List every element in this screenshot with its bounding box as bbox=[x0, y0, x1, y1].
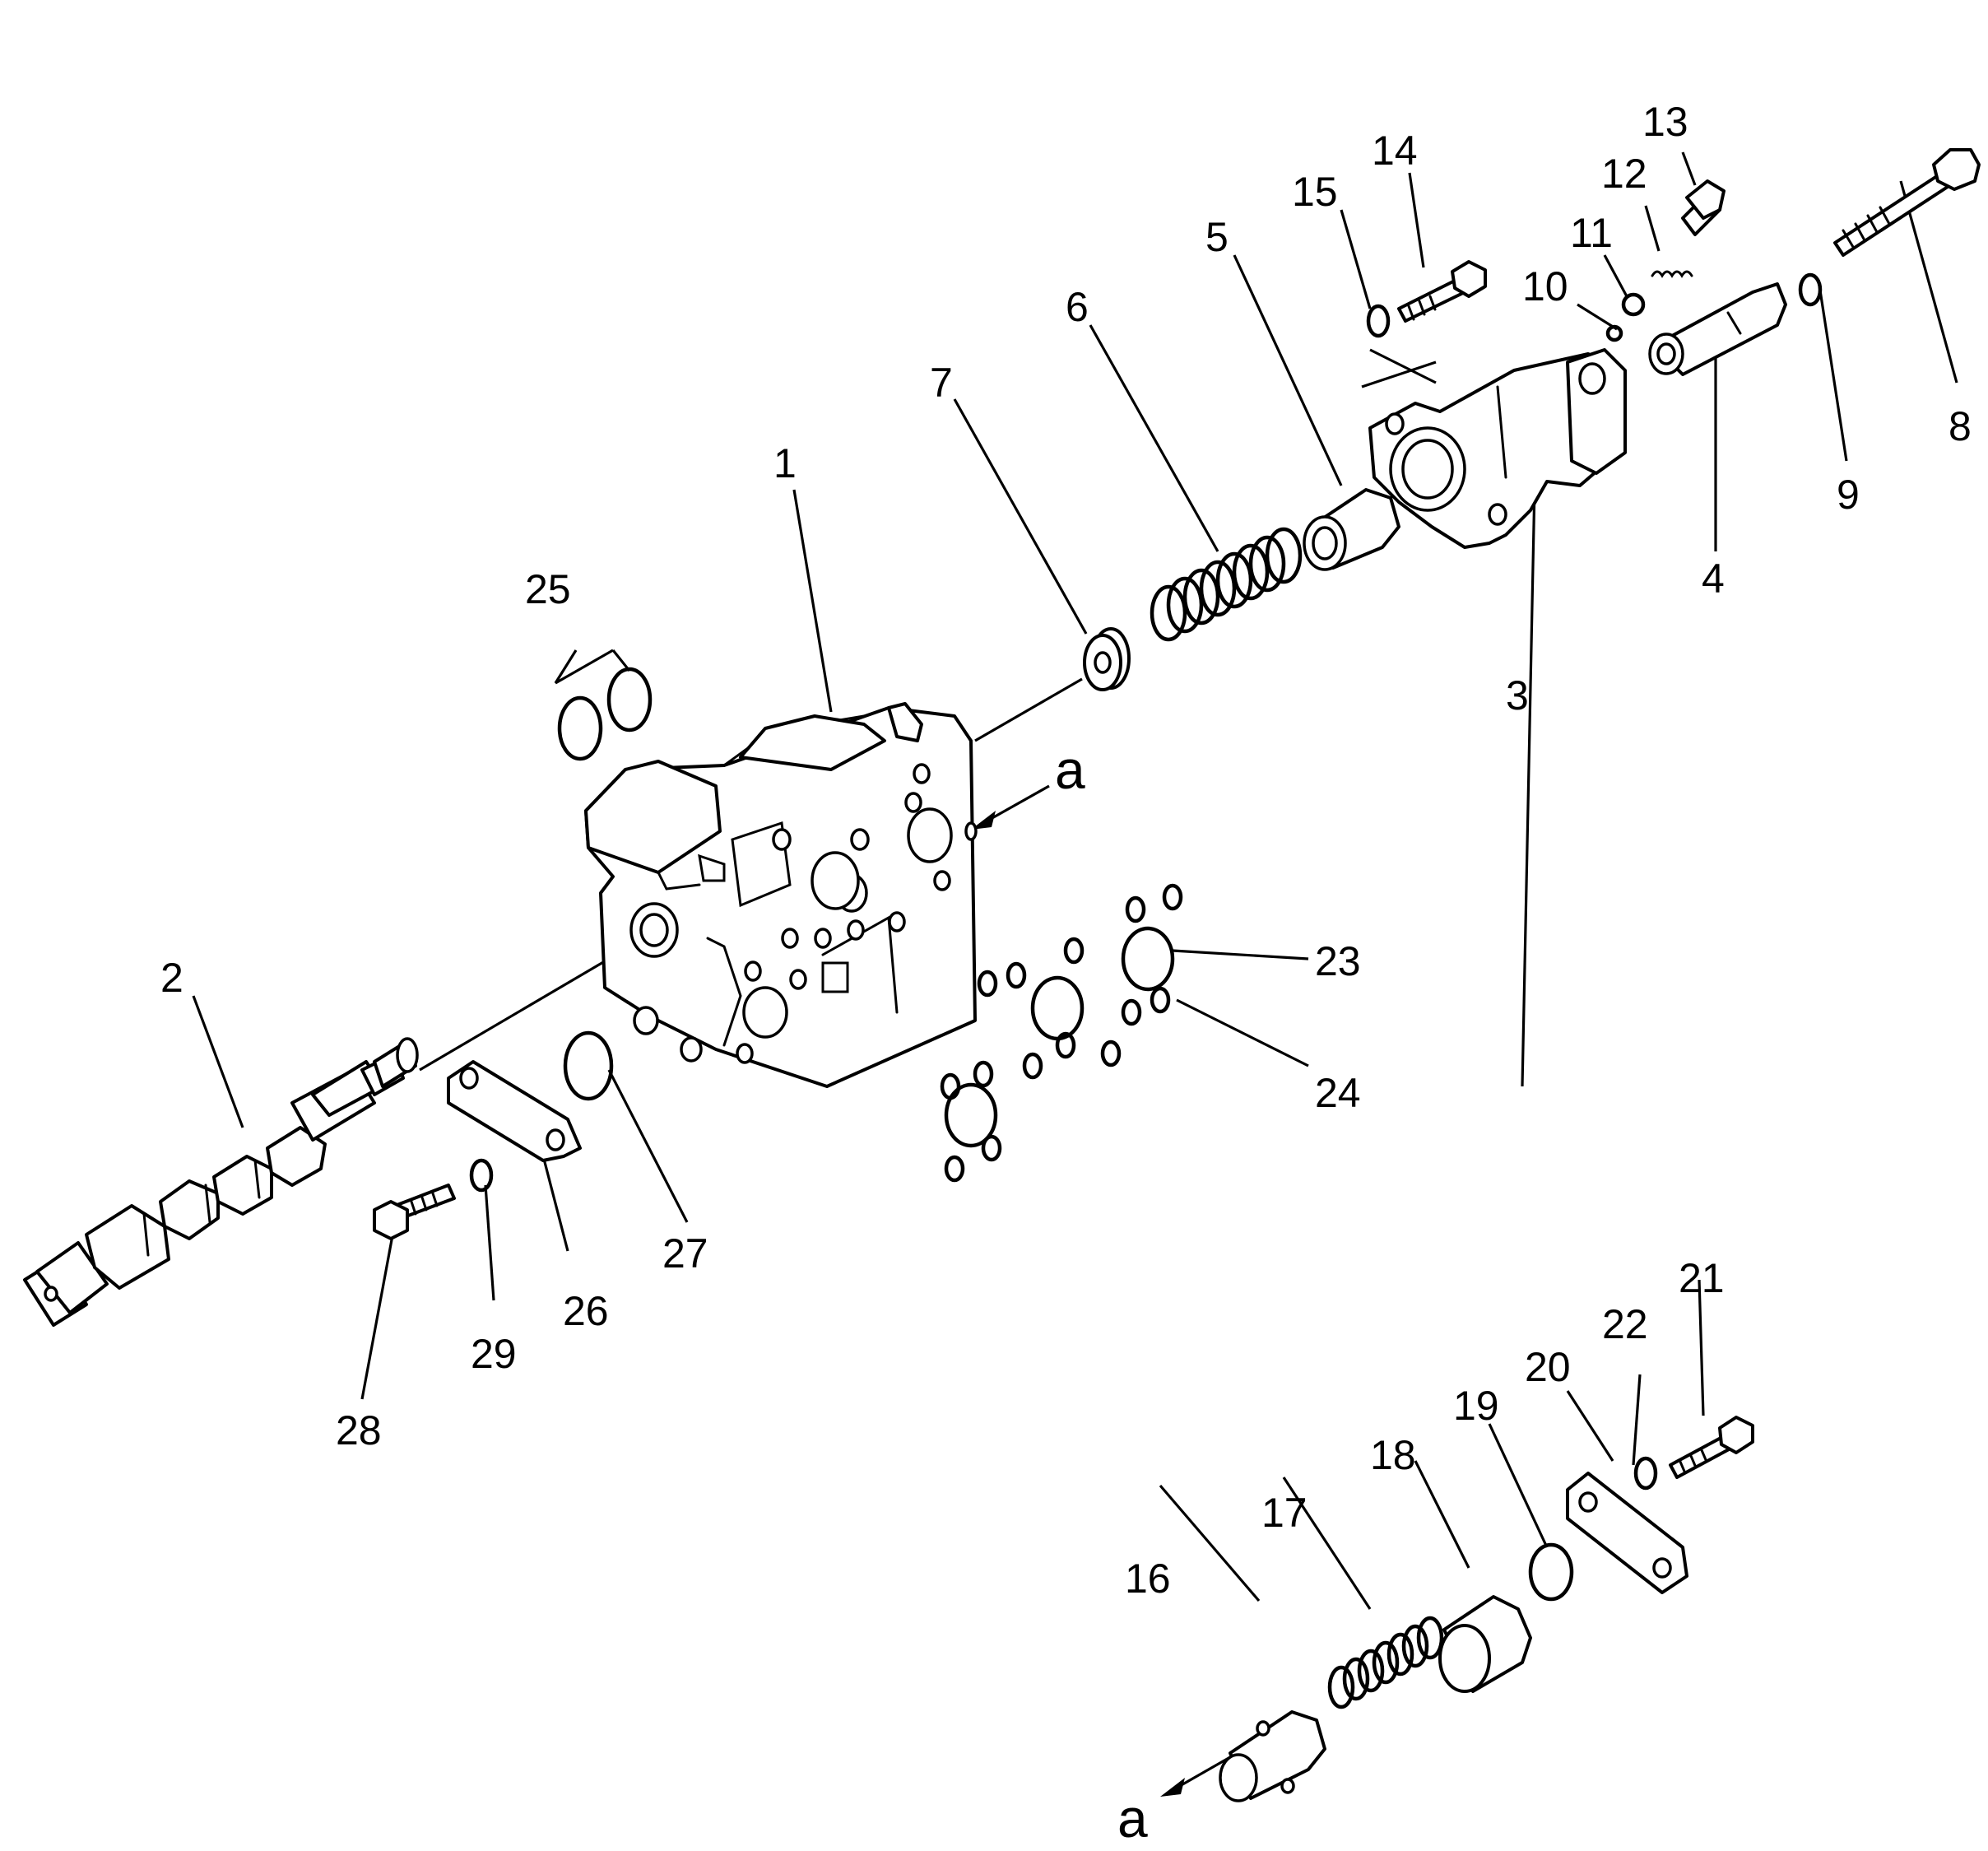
callout-6: 6 bbox=[1066, 284, 1089, 330]
reference-mark-a-lower: a bbox=[1117, 1788, 1148, 1849]
leader-lines bbox=[192, 151, 1958, 1797]
callout-20: 20 bbox=[1525, 1344, 1571, 1390]
bolt-28 bbox=[373, 1184, 456, 1240]
callout-18: 18 bbox=[1370, 1432, 1416, 1478]
callout-17: 17 bbox=[1261, 1490, 1308, 1536]
check-assembly bbox=[1605, 179, 1726, 342]
washer-9 bbox=[1798, 272, 1823, 307]
callout-7: 7 bbox=[930, 360, 953, 406]
callout-27: 27 bbox=[662, 1230, 708, 1277]
callout-5: 5 bbox=[1205, 214, 1229, 260]
callout-22: 22 bbox=[1602, 1301, 1648, 1347]
spring-large bbox=[1150, 527, 1303, 642]
bolt-21 bbox=[1669, 1416, 1754, 1479]
callout-11: 11 bbox=[1570, 210, 1613, 256]
callout-26: 26 bbox=[563, 1288, 609, 1334]
reference-mark-a-upper: a bbox=[1055, 739, 1085, 800]
spool bbox=[23, 1037, 419, 1327]
callout-25: 25 bbox=[525, 566, 571, 612]
sleeve bbox=[1303, 488, 1400, 571]
o-ring-pair-25 bbox=[557, 667, 653, 761]
callout-12: 12 bbox=[1601, 151, 1647, 197]
spring-cover bbox=[1368, 348, 1627, 549]
callout-15: 15 bbox=[1292, 169, 1338, 215]
callout-29: 29 bbox=[471, 1331, 517, 1377]
callout-19: 19 bbox=[1453, 1383, 1499, 1429]
callout-10: 10 bbox=[1522, 263, 1568, 309]
callout-1: 1 bbox=[773, 440, 797, 486]
plug bbox=[1648, 282, 1787, 376]
long-bolt bbox=[1833, 148, 1981, 257]
spring-seat bbox=[1083, 627, 1131, 691]
callout-21: 21 bbox=[1679, 1255, 1725, 1301]
callout-labels: 1 2 3 4 5 6 7 8 9 10 11 12 13 14 15 16 1… bbox=[160, 99, 1972, 1849]
washer-29 bbox=[469, 1158, 494, 1193]
callout-4: 4 bbox=[1702, 556, 1725, 602]
callout-16: 16 bbox=[1125, 1556, 1171, 1602]
callout-8: 8 bbox=[1949, 403, 1972, 449]
cover-plate-26 bbox=[447, 1060, 582, 1162]
o-ring-19 bbox=[1528, 1542, 1574, 1602]
callout-24: 24 bbox=[1315, 1070, 1361, 1116]
washer-15 bbox=[1366, 304, 1391, 338]
callout-13: 13 bbox=[1642, 99, 1688, 145]
bolt-14 bbox=[1397, 260, 1487, 323]
plate-20 bbox=[1566, 1472, 1688, 1594]
callout-2: 2 bbox=[160, 955, 183, 1001]
callout-23: 23 bbox=[1315, 938, 1361, 984]
valve-body bbox=[584, 702, 978, 1088]
o-ring-27 bbox=[563, 1030, 614, 1101]
callout-9: 9 bbox=[1837, 472, 1860, 518]
washer-22 bbox=[1633, 1456, 1658, 1491]
callout-14: 14 bbox=[1372, 128, 1418, 174]
callout-28: 28 bbox=[336, 1407, 382, 1453]
spring-small bbox=[1327, 1616, 1444, 1709]
callout-3: 3 bbox=[1506, 672, 1529, 719]
o-ring-set-23-24 bbox=[940, 883, 1183, 1183]
plug-16 bbox=[1219, 1710, 1326, 1802]
piston bbox=[1438, 1595, 1532, 1693]
